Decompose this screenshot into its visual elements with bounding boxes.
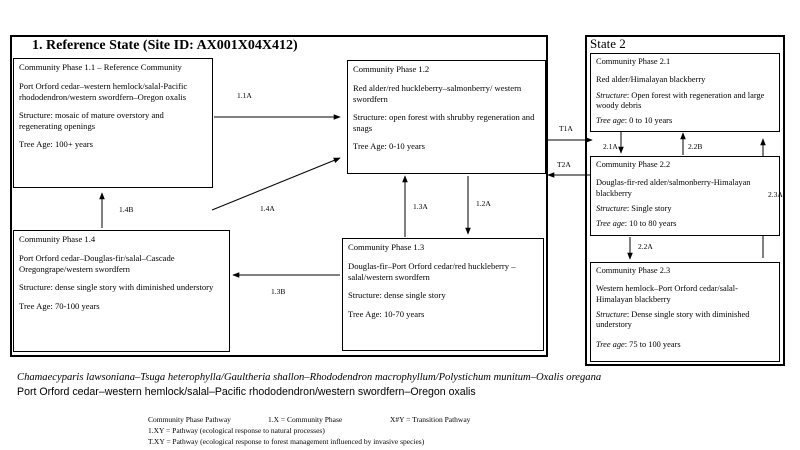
pathway-label-T2A: T2A: [557, 160, 571, 169]
pathway-label-1-3B: 1.3B: [271, 287, 286, 296]
phase-1-2-title: Community Phase 1.2: [353, 64, 430, 74]
phase-1-2-species: Red alder/red huckleberry–salmonberry/ w…: [353, 83, 522, 104]
phase-2-1-structure: Structure: Open forest with regeneration…: [596, 91, 774, 112]
phase-2-1-structure-text: : Open forest with regeneration and larg…: [596, 90, 765, 110]
pathway-label-1-2A: 1.2A: [476, 199, 491, 208]
phase-2-2-age: Tree age: 10 to 80 years: [596, 219, 774, 229]
legend-transition: X#Y = Transition Pathway: [390, 415, 471, 424]
pathway-label-1-3A: 1.3A: [413, 202, 428, 211]
phase-1-1-species: Port Orford cedar–western hemlock/salal-…: [19, 81, 188, 102]
legend-phase: 1.X = Community Phase: [268, 415, 343, 424]
state-2-title: State 2: [590, 36, 626, 51]
phase-2-3-species: Western hemlock–Port Orford cedar/salal-…: [596, 284, 738, 304]
community-phase-1-2: Community Phase 1.2 Red alder/red huckle…: [347, 60, 546, 174]
community-phase-2-3: Community Phase 2.3 Western hemlock–Port…: [590, 262, 780, 362]
phase-1-2-structure: Structure: open forest with shrubby rege…: [353, 112, 535, 133]
phase-1-4-structure: Structure: dense single story with dimin…: [19, 282, 214, 293]
state-2-frame: [585, 35, 785, 366]
phase-2-2-structure-label: Structure: [596, 203, 627, 213]
phase-1-3-species: Douglas-fir–Port Orford cedar/red huckle…: [348, 261, 516, 282]
pathway-label-1-4B: 1.4B: [119, 205, 134, 214]
phase-1-4-title: Community Phase 1.4: [19, 234, 96, 244]
phase-1-3-age: Tree Age: 10-70 years: [348, 308, 425, 319]
phase-2-3-title: Community Phase 2.3: [596, 266, 671, 275]
phase-1-1-age: Tree Age: 100+ years: [19, 139, 93, 150]
common-names: Port Orford cedar–western hemlock/salal–…: [17, 386, 476, 398]
reference-state-frame: [10, 35, 548, 357]
scientific-names: Chamaecyparis lawsoniana–Tsuga heterophy…: [17, 372, 602, 383]
community-phase-1-1: Community Phase 1.1 – Reference Communit…: [13, 58, 213, 188]
community-phase-2-1: Community Phase 2.1 Red alder/Himalayan …: [590, 53, 780, 132]
phase-2-1-age-text: : 0 to 10 years: [624, 116, 673, 125]
phase-2-2-age-text: : 10 to 80 years: [624, 219, 677, 228]
pathway-label-2-1A: 2.1A: [603, 142, 618, 151]
legend-management: T.XY = Pathway (ecological response to f…: [148, 437, 425, 446]
phase-2-1-structure-label: Structure: [596, 90, 627, 100]
phase-2-3-structure: Structure: Dense single story with dimin…: [596, 310, 774, 331]
phase-2-2-structure-text: : Single story: [626, 203, 672, 213]
phase-2-1-species: Red alder/Himalayan blackberry: [596, 75, 706, 85]
phase-2-2-species: Douglas-fir-red alder/salmonberry-Himala…: [596, 178, 751, 198]
legend-pathway: Community Phase Pathway: [148, 415, 231, 424]
pathway-label-2-2A: 2.2A: [638, 242, 653, 251]
phase-1-1-title: Community Phase 1.1 – Reference Communit…: [19, 62, 182, 72]
phase-2-3-age: Tree age: 75 to 100 years: [596, 340, 774, 350]
phase-2-2-age-label: Tree age: [596, 219, 625, 228]
phase-1-4-age: Tree Age: 70-100 years: [19, 300, 100, 311]
phase-2-1-title: Community Phase 2.1: [596, 57, 671, 66]
community-phase-2-2: Community Phase 2.2 Douglas-fir-red alde…: [590, 156, 780, 236]
reference-state-title: 1. Reference State (Site ID: AX001X04X41…: [32, 38, 298, 53]
pathway-label-2-2B: 2.2B: [688, 142, 703, 151]
arrow-1-4A: [211, 157, 341, 211]
phase-2-3-structure-text: : Dense single story with diminished und…: [596, 309, 750, 329]
phase-1-3-structure: Structure: dense single story: [348, 290, 446, 301]
phase-1-4-species: Port Orford cedar–Douglas-fir/salal–Casc…: [19, 253, 175, 274]
legend-natural: 1.XY = Pathway (ecological response to n…: [148, 426, 325, 435]
pathway-label-1-4A: 1.4A: [260, 204, 275, 213]
community-phase-1-4: Community Phase 1.4 Port Orford cedar–Do…: [13, 230, 230, 352]
phase-2-3-age-label: Tree age: [596, 340, 625, 350]
phase-2-3-structure-label: Structure: [596, 309, 627, 319]
phase-2-2-structure: Structure: Single story: [596, 204, 774, 214]
phase-2-3-age-text: : 75 to 100 years: [624, 340, 681, 350]
phase-2-1-age-label: Tree age: [596, 116, 625, 125]
pathway-label-2-3A: 2.3A: [768, 190, 783, 199]
phase-1-3-title: Community Phase 1.3: [348, 242, 425, 252]
phase-2-1-age: Tree age: 0 to 10 years: [596, 116, 774, 126]
phase-1-1-structure: Structure: mosaic of mature overstory an…: [19, 110, 164, 131]
phase-2-2-title: Community Phase 2.2: [596, 160, 671, 169]
phase-1-2-age: Tree Age: 0-10 years: [353, 141, 425, 152]
pathway-label-T1A: T1A: [559, 124, 573, 133]
community-phase-1-3: Community Phase 1.3 Douglas-fir–Port Orf…: [342, 238, 544, 351]
pathway-label-1-1A: 1.1A: [237, 91, 252, 100]
